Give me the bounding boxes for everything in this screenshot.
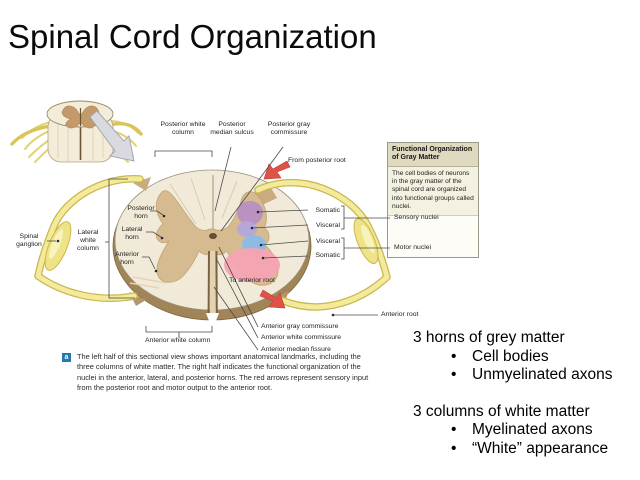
leader-dots — [56, 210, 335, 317]
figure-caption: a The left half of this sectional view s… — [60, 352, 374, 393]
white-matter-bullet: Myelinated axons — [413, 421, 635, 440]
label-anterior-horn: Anterior horn — [115, 251, 139, 266]
caption-marker-icon: a — [62, 353, 71, 362]
label-anterior-root: Anterior root — [381, 311, 419, 318]
box-body-text: The cell bodies of neurons in the gray m… — [388, 166, 478, 217]
spinal-ganglion-right — [353, 218, 379, 264]
white-matter-bullet: “White” appearance — [413, 440, 635, 459]
label-anterior-gray-commissure: Anterior gray commissure — [261, 323, 339, 330]
visceral-motor-region — [242, 235, 266, 255]
slide-title: Spinal Cord Organization — [8, 18, 377, 55]
label-somatic-motor: Somatic — [315, 252, 340, 259]
somatic-sensory-region — [237, 201, 263, 225]
central-canal — [209, 233, 217, 239]
label-visceral-sensory: Visceral — [315, 222, 340, 229]
inset-gray-matter — [61, 105, 100, 129]
grey-matter-bullet: Cell bodies — [413, 348, 635, 367]
label-posterior-horn: Posterior horn — [127, 205, 155, 220]
label-posterior-gray-commissure: Posterior gray commissure — [267, 121, 311, 136]
functional-organization-box: Functional Organization of Gray Matter T… — [387, 142, 479, 258]
label-posterior-white-column: Posterior white column — [160, 121, 206, 136]
grey-matter-heading: 3 horns of grey matter — [413, 329, 565, 346]
caption-text: The left half of this sectional view sho… — [77, 352, 369, 392]
label-lateral-white-column: Lateral white column — [77, 229, 99, 252]
label-from-posterior-root: From posterior root — [288, 157, 346, 164]
label-spinal-ganglion: Spinal ganglion — [16, 233, 42, 248]
label-anterior-white-column: Anterior white column — [145, 337, 211, 344]
zoom-arrow — [89, 110, 135, 162]
cross-section — [112, 169, 312, 330]
spinal-cord-inset-illustration — [10, 100, 143, 163]
white-matter-heading: 3 columns of white matter — [413, 402, 590, 420]
notes-block: 3 horns of grey matter Cell bodies Unmye… — [413, 329, 635, 459]
label-lateral-horn: Lateral horn — [121, 226, 143, 241]
label-posterior-median-sulcus: Posterior median sulcus — [210, 121, 254, 136]
label-somatic-sensory: Somatic — [315, 207, 340, 214]
motor-output-arrow — [259, 289, 286, 309]
grey-matter-bullet: Unmyelinated axons — [413, 366, 635, 385]
label-sensory-nuclei: Sensory nuclei — [394, 214, 439, 221]
label-anterior-median-fissure: Anterior median fissure — [261, 346, 331, 353]
label-visceral-motor: Visceral — [315, 238, 340, 245]
label-to-anterior-root: To anterior root — [229, 277, 275, 284]
label-anterior-white-commissure: Anterior white commissure — [261, 334, 342, 341]
label-motor-nuclei: Motor nuclei — [394, 244, 432, 251]
gray-matter — [155, 190, 279, 286]
box-title: Functional Organization of Gray Matter — [388, 143, 478, 167]
visceral-sensory-region — [237, 221, 257, 237]
sensory-input-arrow — [263, 160, 291, 180]
